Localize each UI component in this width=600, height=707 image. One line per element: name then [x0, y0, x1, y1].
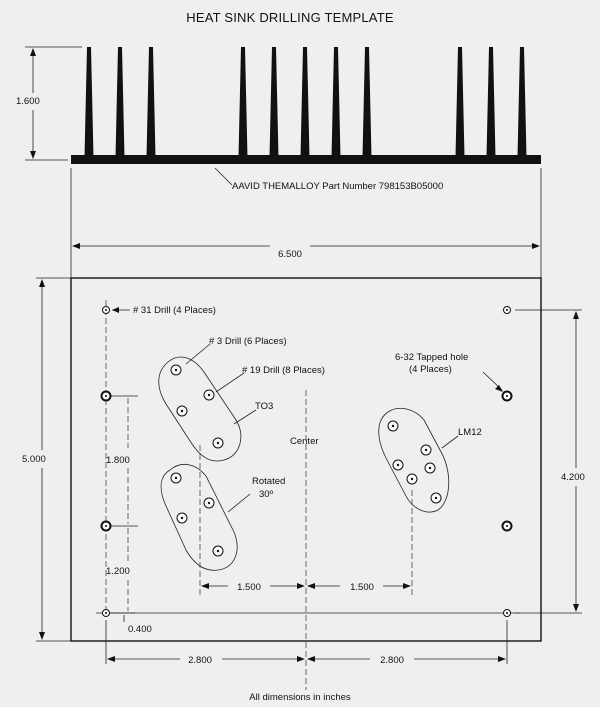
heat-sink-fin [362, 47, 372, 157]
mounting-hole [503, 609, 511, 617]
heat-sink-base [71, 155, 541, 164]
package-drill-hole [203, 389, 215, 401]
tapped-hole-label: 6-32 Tapped hole [395, 352, 468, 363]
heat-sink-fins [84, 47, 527, 157]
heat-sink-fin [486, 47, 496, 157]
heat-sink-fin [517, 47, 527, 157]
drill19-callout: # 19 Drill (8 Places) [215, 365, 325, 393]
mounting-hole [100, 520, 112, 532]
plate-height-dimension: 5.000 [22, 277, 71, 642]
mounting-hole [100, 390, 112, 402]
package-drill-hole [392, 459, 404, 471]
drawing-title: HEAT SINK DRILLING TEMPLATE [186, 10, 394, 25]
left-vertical-dimensions: 1.800 1.200 0.400 [106, 395, 152, 635]
drill31-label: # 31 Drill (4 Places) [133, 305, 216, 316]
package-drill-hole [387, 420, 399, 432]
horizontal-3-label: 2.800 [188, 655, 212, 666]
part-number-callout: AAVID THEMALLOY Part Number 798153B05000 [214, 167, 443, 192]
vertical-2-label: 1.200 [106, 566, 130, 577]
package-drill-hole [212, 545, 224, 557]
heat-sink-fin [238, 47, 248, 157]
to3-package-rotated [160, 463, 238, 571]
heat-sink-fin [455, 47, 465, 157]
package-drill-hole [424, 462, 436, 474]
sink-width-dimension: 6.500 [70, 168, 542, 278]
heat-sink-fin [300, 47, 310, 157]
mounting-hole [501, 390, 513, 402]
heat-sink-fin [84, 47, 94, 157]
lm12-callout: LM12 [441, 427, 482, 449]
lm12-label: LM12 [458, 427, 482, 438]
package-drill-hole [203, 497, 215, 509]
units-footer: All dimensions in inches [249, 692, 351, 703]
package-drill-hole [420, 444, 432, 456]
package-drill-hole [212, 437, 224, 449]
package-drill-hole [430, 492, 442, 504]
package-drill-hole [170, 472, 182, 484]
lm12-package [378, 407, 450, 513]
vertical-1-label: 1.800 [106, 455, 130, 466]
vertical-3-label: 0.400 [128, 624, 152, 635]
mounting-hole [102, 609, 110, 617]
tapped-hole-count-label: (4 Places) [409, 364, 452, 375]
fin-height-dimension: 1.600 [16, 46, 82, 161]
mounting-hole [102, 306, 110, 314]
horizontal-4-label: 2.800 [380, 655, 404, 666]
to3-callout: TO3 [233, 401, 273, 425]
sink-width-label: 6.500 [278, 249, 302, 260]
drill19-label: # 19 Drill (8 Places) [242, 365, 325, 376]
part-number-label: AAVID THEMALLOY Part Number 798153B05000 [232, 181, 443, 192]
center-label: Center [290, 436, 319, 447]
drill31-callout: # 31 Drill (4 Places) [112, 305, 216, 316]
drill3-label: # 3 Drill (6 Places) [209, 336, 287, 347]
mounting-hole [503, 306, 511, 314]
horizontal-dimensions-upper: 1.500 1.500 [201, 582, 411, 593]
right-spacing-dimension: 4.200 [515, 309, 585, 614]
tapped-hole-callout: 6-32 Tapped hole (4 Places) [395, 352, 503, 392]
heat-sink-fin [331, 47, 341, 157]
drill3-callout: # 3 Drill (6 Places) [185, 336, 287, 365]
horizontal-2-label: 1.500 [350, 582, 374, 593]
heat-sink-fin [269, 47, 279, 157]
package-drill-hole [406, 473, 418, 485]
plate-outline [70, 277, 542, 642]
horizontal-dimensions-lower: 2.800 2.800 [105, 620, 508, 666]
rotated-angle-label: 30º [259, 489, 274, 500]
to3-label: TO3 [255, 401, 273, 412]
package-drill-hole [176, 405, 188, 417]
heat-sink-fin [146, 47, 156, 157]
drill-holes [100, 306, 513, 617]
plate-height-label: 5.000 [22, 454, 46, 465]
rotated-callout: Rotated 30º [227, 476, 285, 513]
fin-height-label: 1.600 [16, 96, 40, 107]
package-drill-hole [176, 512, 188, 524]
mounting-hole [501, 520, 513, 532]
package-drill-hole [170, 364, 182, 376]
rotated-label: Rotated [252, 476, 285, 487]
right-spacing-label: 4.200 [561, 472, 585, 483]
heat-sink-fin [115, 47, 125, 157]
center-line: Center [290, 390, 319, 690]
to3-package-upper [158, 356, 242, 462]
heat-sink-profile [71, 47, 541, 164]
horizontal-1-label: 1.500 [237, 582, 261, 593]
